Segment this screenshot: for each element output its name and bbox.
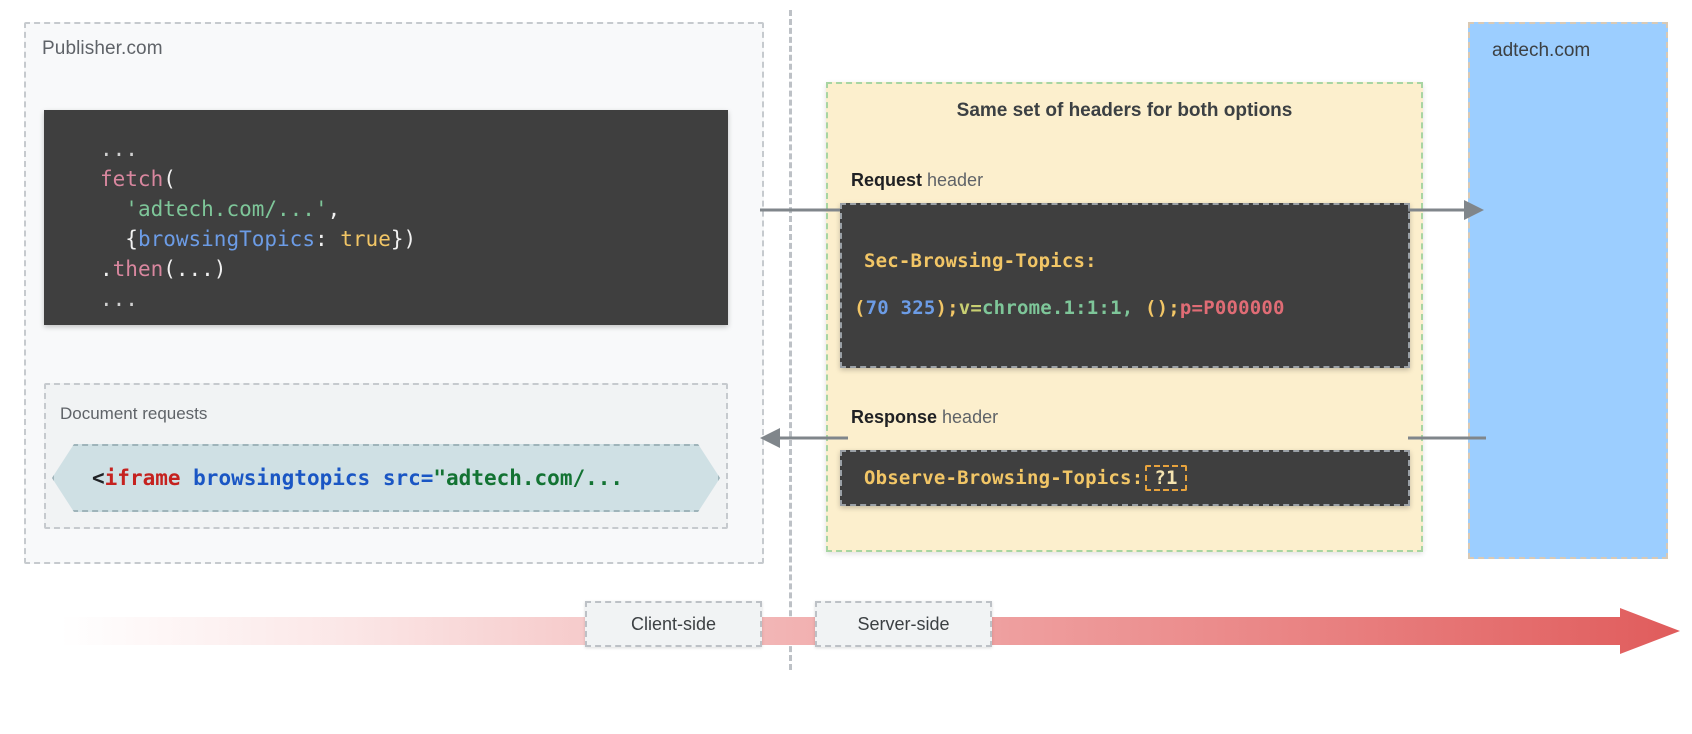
code-line-6: ... [100, 287, 138, 311]
response-header-name: Observe-Browsing-Topics: [864, 467, 1144, 489]
headers-panel-title: Same set of headers for both options [956, 100, 1293, 121]
request-header-name: Sec-Browsing-Topics: [864, 250, 1097, 272]
response-header-value-highlight: ?1 [1145, 465, 1187, 491]
client-server-divider [789, 10, 792, 670]
fetch-code-block: ... fetch( 'adtech.com/...', {browsingTo… [44, 110, 728, 325]
client-side-chip: Client-side [585, 601, 762, 647]
iframe-code: <iframe browsingtopics src="adtech.com/.… [92, 466, 624, 490]
code-line-5: .then(...) [100, 257, 227, 281]
document-requests-label: Document requests [60, 404, 208, 423]
request-header-value: (70 325);v=chrome.1:1:1, ();p=P000000 [854, 297, 1285, 319]
publisher-label: Publisher.com [42, 38, 163, 59]
adtech-container [1468, 22, 1668, 559]
iframe-snippet-chip: <iframe browsingtopics src="adtech.com/.… [52, 444, 720, 512]
response-header-code-block: Observe-Browsing-Topics:?1 [840, 450, 1410, 506]
server-side-chip: Server-side [815, 601, 992, 647]
arrow-adtech-to-response [1408, 436, 1486, 440]
adtech-label: adtech.com [1492, 40, 1591, 61]
code-line-4: {browsingTopics: true}) [125, 227, 417, 251]
arrow-request-to-adtech [1408, 200, 1484, 220]
code-line-1: ... [100, 137, 138, 161]
code-line-3: 'adtech.com/...', [125, 197, 341, 221]
code-line-2: fetch( [100, 167, 176, 191]
request-header-code-block: Sec-Browsing-Topics: (70 325);v=chrome.1… [840, 203, 1410, 368]
request-header-label: Request header [851, 170, 984, 190]
arrow-response-to-publisher [760, 428, 848, 448]
response-header-label: Response header [851, 407, 999, 427]
arrow-publisher-to-request [760, 208, 840, 212]
response-header-text: Observe-Browsing-Topics:?1 [864, 465, 1187, 491]
